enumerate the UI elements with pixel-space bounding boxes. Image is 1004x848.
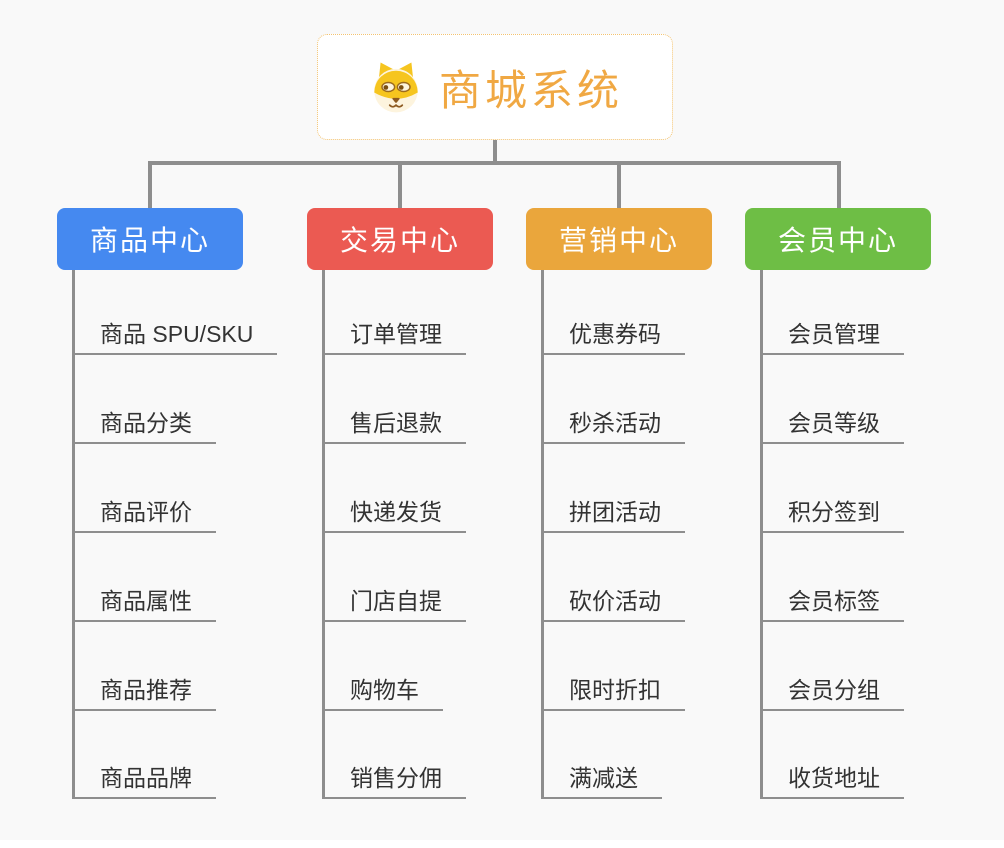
leaf-node[interactable]: 会员分组 [760, 667, 904, 711]
connector-drop [148, 161, 152, 209]
leaf-node[interactable]: 会员等级 [760, 400, 904, 444]
branch-line [760, 270, 763, 799]
leaf-node[interactable]: 拼团活动 [541, 489, 685, 533]
branch-line [72, 270, 75, 799]
leaf-node[interactable]: 商品推荐 [72, 667, 216, 711]
connector-horizontal [148, 161, 841, 165]
branch-marketing: 营销中心 优惠券码 秒杀活动 拼团活动 砍价活动 限时折扣 满减送 [526, 208, 776, 848]
leaf-node[interactable]: 商品评价 [72, 489, 216, 533]
connector-drop [837, 161, 841, 209]
leaf-node[interactable]: 快递发货 [322, 489, 466, 533]
leaf-node[interactable]: 秒杀活动 [541, 400, 685, 444]
leaf-node[interactable]: 会员标签 [760, 578, 904, 622]
leaf-node[interactable]: 商品属性 [72, 578, 216, 622]
leaf-node[interactable]: 商品 SPU/SKU [72, 311, 278, 355]
branch-header-trade[interactable]: 交易中心 [307, 208, 493, 270]
doge-icon [374, 62, 418, 113]
leaf-node[interactable]: 会员管理 [760, 311, 904, 355]
branch-line [322, 270, 325, 799]
leaf-node[interactable]: 销售分佣 [322, 755, 466, 799]
connector-trunk [493, 140, 497, 163]
branch-header-products[interactable]: 商品中心 [57, 208, 243, 270]
leaf-node[interactable]: 限时折扣 [541, 667, 685, 711]
branch-members: 会员中心 会员管理 会员等级 积分签到 会员标签 会员分组 收货地址 [745, 208, 995, 848]
leaf-node[interactable]: 积分签到 [760, 489, 904, 533]
leaf-node[interactable]: 售后退款 [322, 400, 466, 444]
leaf-node[interactable]: 订单管理 [322, 311, 466, 355]
connector-drop [398, 165, 402, 209]
leaf-node[interactable]: 商品分类 [72, 400, 216, 444]
leaf-node[interactable]: 砍价活动 [541, 578, 685, 622]
branch-header-marketing[interactable]: 营销中心 [526, 208, 712, 270]
leaf-node[interactable]: 商品品牌 [72, 755, 216, 799]
branch-header-members[interactable]: 会员中心 [745, 208, 931, 270]
leaf-node[interactable]: 购物车 [322, 667, 443, 711]
leaf-node[interactable]: 门店自提 [322, 578, 466, 622]
leaf-node[interactable]: 优惠券码 [541, 311, 685, 355]
branch-trade: 交易中心 订单管理 售后退款 快递发货 门店自提 购物车 销售分佣 [307, 208, 557, 848]
root-title: 商城系统 [438, 66, 623, 114]
root-node[interactable]: 商城系统 [317, 34, 673, 140]
leaf-node[interactable]: 满减送 [541, 755, 662, 799]
leaf-node[interactable]: 收货地址 [760, 755, 904, 799]
branch-line [541, 270, 544, 799]
branch-products: 商品中心 商品 SPU/SKU 商品分类 商品评价 商品属性 商品推荐 商品品牌 [57, 208, 307, 848]
connector-drop [617, 165, 621, 209]
